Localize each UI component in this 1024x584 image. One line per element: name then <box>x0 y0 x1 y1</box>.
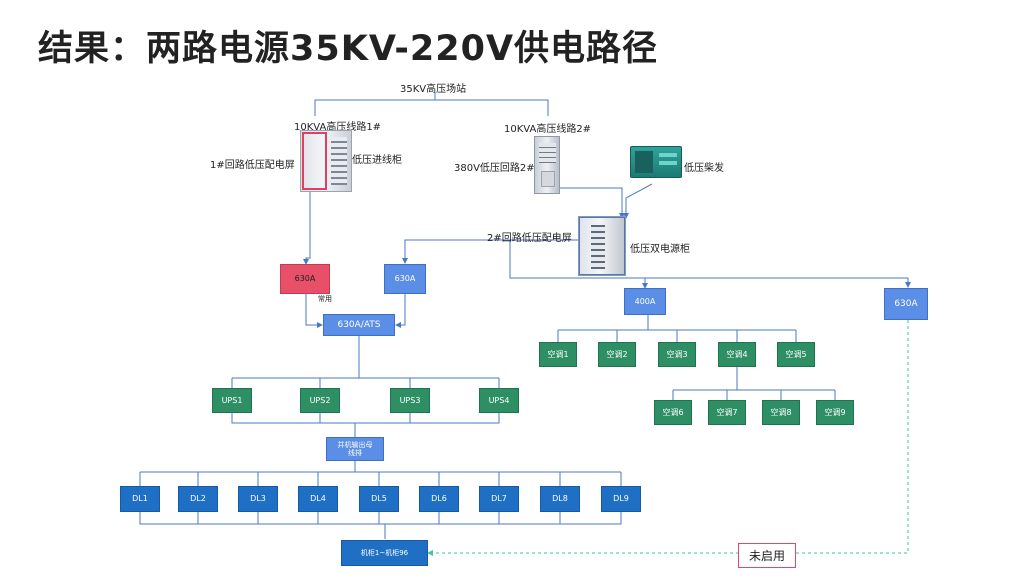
dl-box: DL2 <box>178 486 218 512</box>
incoming-cabinet-label: 低压进线柜 <box>352 155 402 166</box>
dl-box: DL5 <box>359 486 399 512</box>
ups-box: UPS3 <box>390 388 430 413</box>
loop2-label: 380V低压回路2# <box>454 163 535 174</box>
ups-box: UPS1 <box>212 388 252 413</box>
ups-box: UPS4 <box>479 388 519 413</box>
generator-icon <box>630 146 682 178</box>
ac-box: 空调2 <box>598 342 636 367</box>
station-label: 35KV高压场站 <box>400 84 467 95</box>
screen2-label: 2#回路低压配电屏 <box>487 233 572 244</box>
ac-box: 空调9 <box>816 400 854 425</box>
dl-box: DL8 <box>540 486 580 512</box>
not-enabled-note: 未启用 <box>738 543 796 568</box>
ac-box: 空调7 <box>708 400 746 425</box>
server-cabinets-box: 机柜1~机柜96 <box>341 540 428 566</box>
cabinet-icon <box>534 136 560 194</box>
dual-cabinet-label: 低压双电源柜 <box>630 244 690 255</box>
standby-label: 常用 <box>318 295 332 303</box>
ac-box: 空调6 <box>654 400 692 425</box>
breaker-630a-blue: 630A <box>384 264 426 294</box>
line1-label: 10KVA高压线路1# <box>294 122 382 133</box>
screen1-label: 1#回路低压配电屏 <box>210 160 295 171</box>
breaker-400a: 400A <box>624 288 666 315</box>
parallel-busbar: 并机输出母线排 <box>326 437 384 461</box>
dl-box: DL3 <box>238 486 278 512</box>
page-title: 结果：两路电源35KV-220V供电路径 <box>38 29 659 69</box>
line2-label: 10KVA高压线路2# <box>504 124 592 135</box>
breaker-630a-red: 630A <box>280 264 330 294</box>
dl-box: DL9 <box>601 486 641 512</box>
dl-box: DL4 <box>298 486 338 512</box>
ac-box: 空调3 <box>658 342 696 367</box>
ac-box: 空调4 <box>718 342 756 367</box>
ac-box: 空调5 <box>777 342 815 367</box>
ups-box: UPS2 <box>300 388 340 413</box>
ac-box: 空调8 <box>762 400 800 425</box>
dl-box: DL6 <box>419 486 459 512</box>
cabinet-icon <box>578 216 626 276</box>
dl-box: DL7 <box>479 486 519 512</box>
dl-box: DL1 <box>120 486 160 512</box>
breaker-630a-right: 630A <box>884 288 928 320</box>
diesel-label: 低压柴发 <box>684 163 724 174</box>
cabinet-icon <box>300 130 352 192</box>
ats-box: 630A/ATS <box>323 314 395 336</box>
ac-box: 空调1 <box>539 342 577 367</box>
